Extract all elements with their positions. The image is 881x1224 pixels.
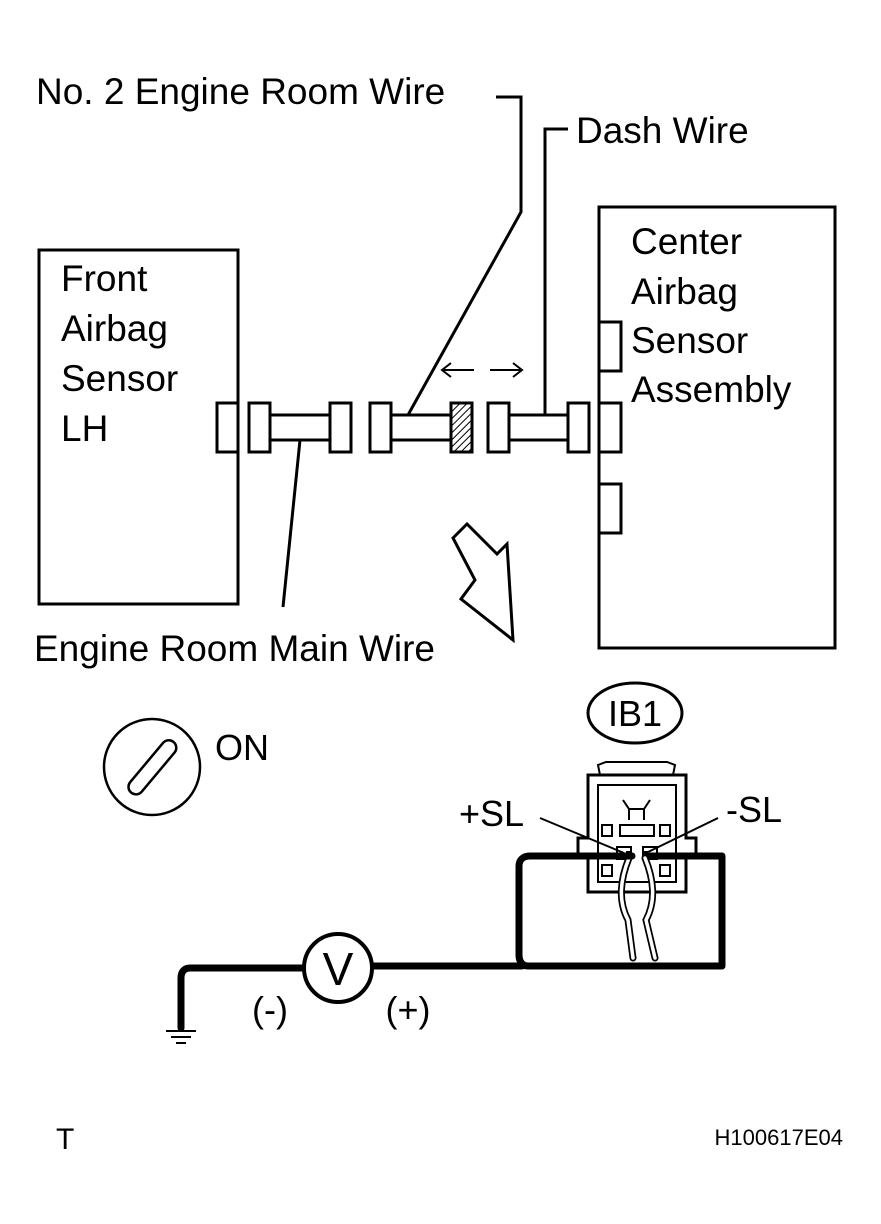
- center-sensor-label-line-2: Airbag: [631, 271, 738, 312]
- plus-sl-label: +SL: [459, 793, 524, 834]
- positive-lead-label: (+): [386, 989, 431, 1030]
- hatched-connector: [449, 401, 474, 454]
- dash-wire-harness: [486, 401, 591, 454]
- no2-engine-room-wire-label: No. 2 Engine Room Wire: [36, 71, 445, 112]
- positive-test-lead: [368, 852, 726, 970]
- center-sensor-label-line-4: Assembly: [631, 369, 792, 410]
- plus-sl-leader: [539, 817, 625, 854]
- front-sensor-label-line-3: Sensor: [61, 358, 178, 399]
- front-sensor-label-line-1: Front: [61, 258, 148, 299]
- front-sensor-connector: [215, 401, 240, 454]
- center-sensor-connector-middle: [597, 401, 623, 454]
- engine-room-main-wire-harness: [247, 401, 353, 454]
- negative-test-lead: [177, 964, 308, 1032]
- center-sensor-label-line-1: Center: [631, 221, 742, 262]
- engine-room-main-wire-label: Engine Room Main Wire: [34, 628, 435, 669]
- dash-wire-leader: [543, 127, 568, 415]
- front-sensor-label-line-2: Airbag: [61, 308, 168, 349]
- minus-sl-leader: [645, 817, 719, 854]
- disconnect-arrows-icon: [440, 362, 524, 378]
- big-down-right-arrow-icon: [451, 521, 515, 644]
- center-airbag-sensor-assembly: Center Airbag Sensor Assembly: [597, 205, 837, 650]
- center-sensor-connector-lower: [597, 482, 623, 535]
- no2-engine-room-wire-harness: [368, 401, 474, 454]
- ib1-wire-bundle: [617, 854, 659, 962]
- voltmeter-symbol: V: [323, 943, 354, 995]
- footer-left-mark: T: [56, 1123, 74, 1156]
- connector-code-oval: [586, 681, 684, 745]
- center-sensor-label-line-3: Sensor: [631, 320, 748, 361]
- engine-room-main-wire-leader: [281, 439, 302, 608]
- minus-sl-label: -SL: [726, 789, 782, 830]
- negative-lead-label: (-): [252, 989, 288, 1030]
- ground-icon: [166, 1030, 196, 1044]
- no2-engine-room-wire-leader: [406, 95, 523, 416]
- center-sensor-connector-upper: [597, 320, 623, 373]
- ignition-on-label: ON: [215, 727, 269, 768]
- dash-wire-label: Dash Wire: [576, 110, 749, 151]
- ib1-connector: [576, 761, 698, 894]
- ignition-switch-icon: [102, 717, 202, 817]
- front-airbag-sensor-lh: Front Airbag Sensor LH: [37, 248, 240, 606]
- figure-id: H100617E04: [715, 1125, 843, 1150]
- voltmeter-icon: [302, 932, 374, 1004]
- front-sensor-label-line-4: LH: [61, 408, 108, 449]
- connector-code-label: IB1: [608, 693, 662, 734]
